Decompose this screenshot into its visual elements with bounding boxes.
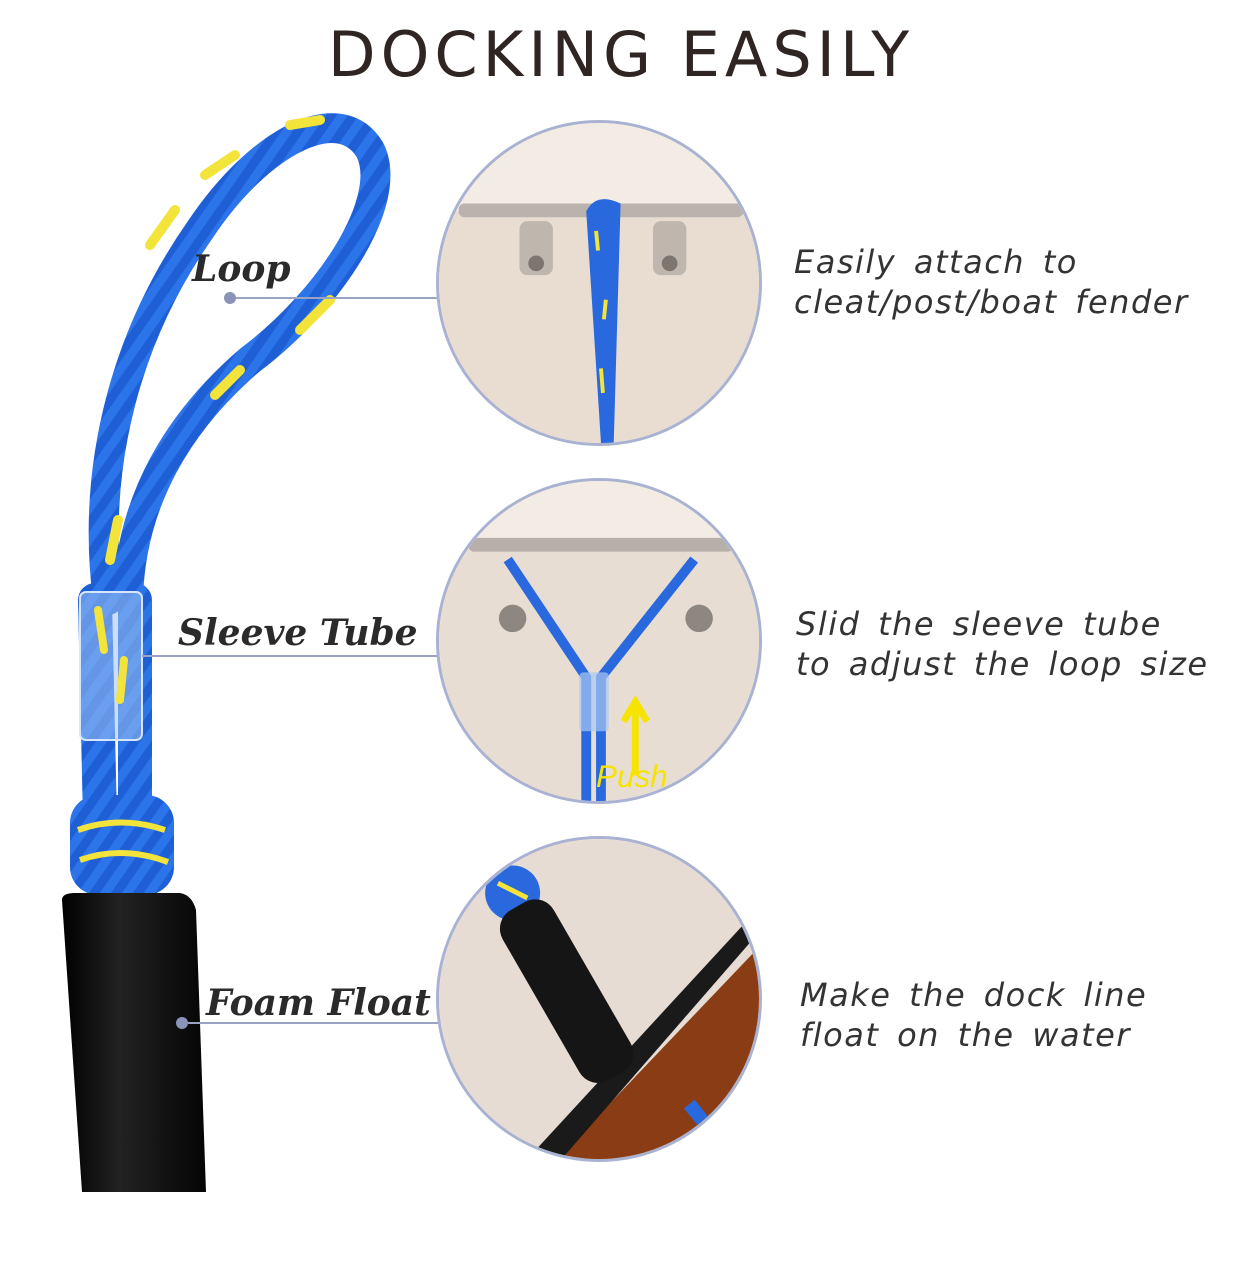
foam-float-description-line-2: float on the water [800,1016,1131,1054]
cleat-left-icon [519,221,553,276]
foam-float-description-line-1: Make the dock line [800,976,1148,1014]
sleeve-tube-description: Slid the sleeve tube to adjust the loop … [796,604,1209,684]
foam-float-label: Foam Float [206,982,431,1024]
sleeve-tube-description-line-1: Slid the sleeve tube [796,605,1162,643]
float-tube [499,899,634,1083]
sleeve-tube-label: Sleeve Tube [178,612,418,654]
loop-description-line-1: Easily attach to [794,243,1078,281]
sleeve-tube [79,591,143,741]
push-label: Push [596,759,668,794]
loop-detail-photo [436,120,762,446]
rope-loop [88,113,391,615]
loop-description: Easily attach to cleat/post/boat fender [794,242,1189,322]
foam-float-detail-photo [436,836,762,1162]
loop-leader-line [236,297,438,299]
page-title: DOCKING EASILY [327,18,915,91]
loop-label: Loop [192,248,291,290]
sleeve-tube-leader-line [142,655,438,657]
foam-float-dot [176,1017,188,1029]
push-arrow-icon [620,695,651,776]
foam-float [62,893,206,1192]
rope-whipping [70,795,174,895]
sleeve-tube-description-line-2: to adjust the loop size [796,645,1209,683]
cleat-right-icon [652,221,687,276]
loop-description-line-2: cleat/post/boat fender [794,283,1189,321]
foam-float-description: Make the dock line float on the water [800,975,1147,1055]
loop-dot [224,292,236,304]
foam-float-leader-line [188,1022,438,1024]
sleeve-tube-detail-photo: Push [436,478,762,804]
